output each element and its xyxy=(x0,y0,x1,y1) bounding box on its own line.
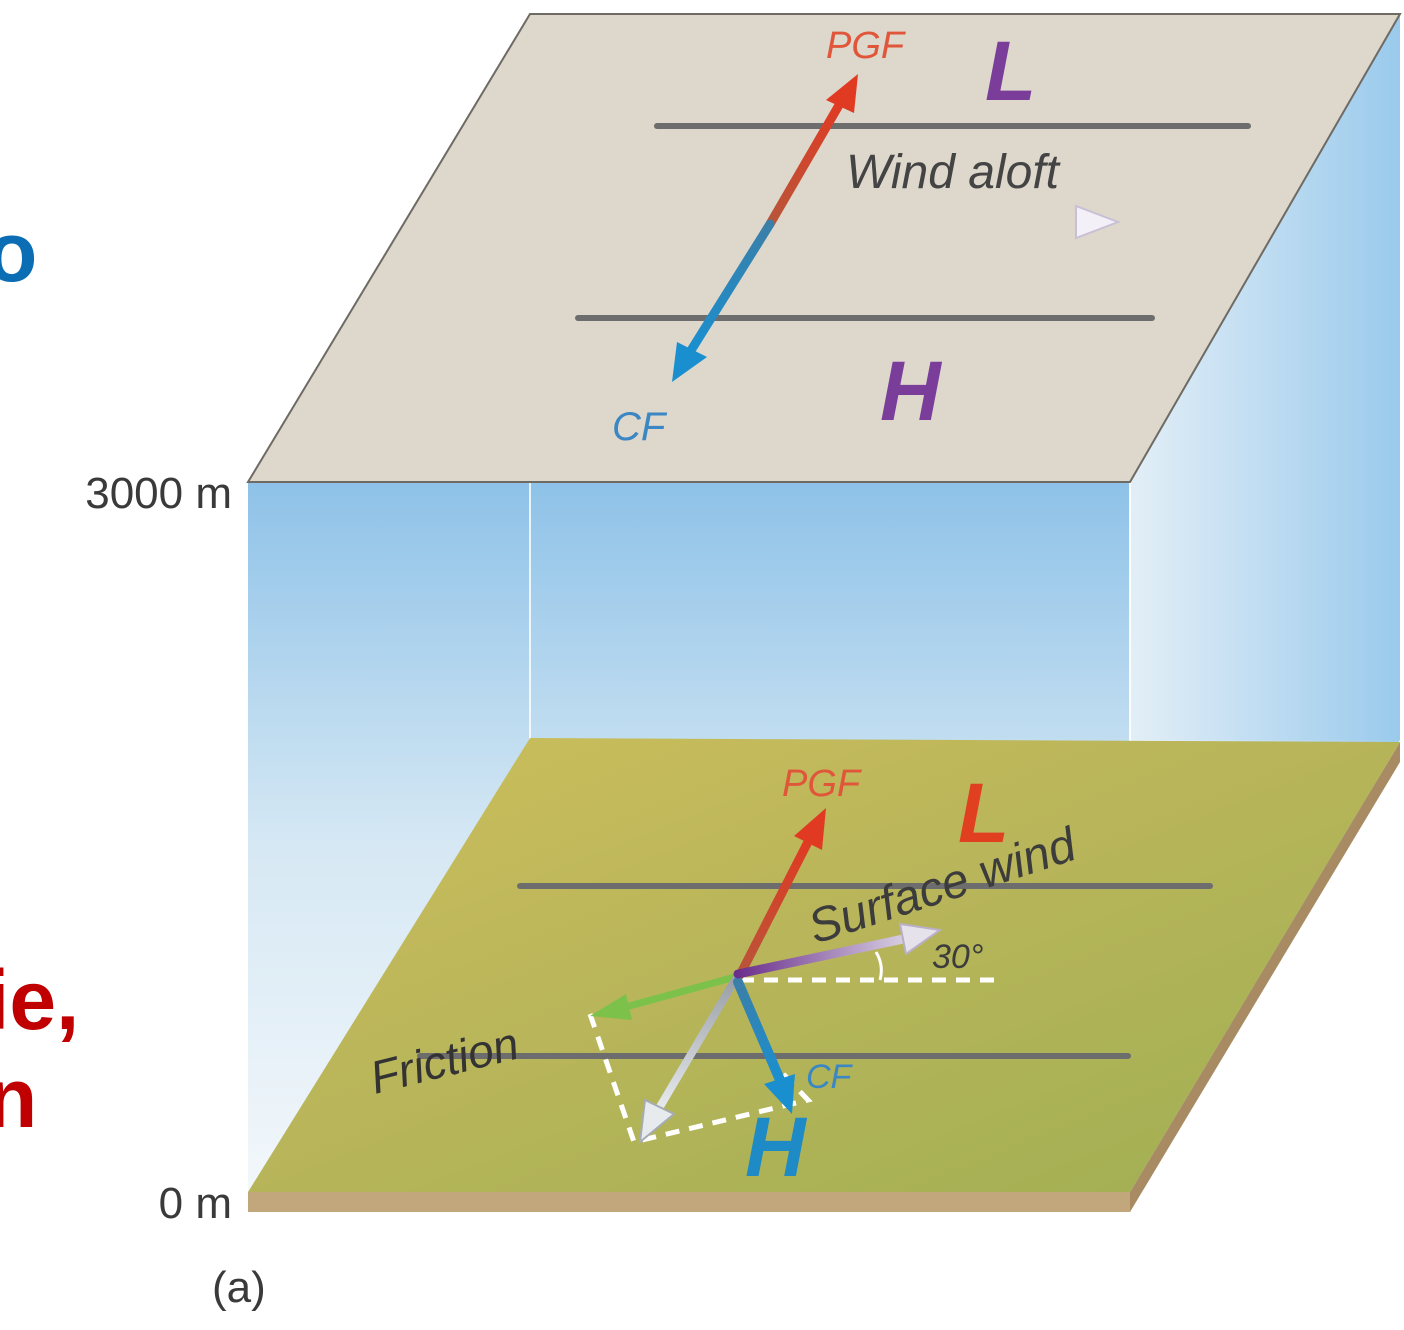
high-label-surface: H xyxy=(745,1100,808,1194)
ground-surface xyxy=(248,738,1400,1192)
altitude-label-lower: 0 m xyxy=(159,1179,232,1228)
pgf-label-surface: PGF xyxy=(782,763,862,805)
altitude-label-upper: 3000 m xyxy=(85,469,232,518)
high-label-aloft: H xyxy=(880,344,943,438)
resultant-arrow xyxy=(654,976,739,1114)
ground-side-front xyxy=(248,1192,1130,1212)
low-label-aloft: L xyxy=(985,24,1036,118)
angle-arc xyxy=(874,951,883,981)
surface-wind-arrowhead xyxy=(898,922,943,956)
friction-arrowhead xyxy=(590,994,632,1020)
slide-text-fragment-red-1: ie, xyxy=(0,953,80,1047)
low-label-surface: L xyxy=(958,766,1009,860)
pgf-arrow-aloft xyxy=(765,95,847,229)
upper-plane xyxy=(246,13,1402,483)
figure-tag: (a) xyxy=(212,1263,266,1312)
cf-arrow-surface xyxy=(733,977,785,1085)
cf-label-surface: CF xyxy=(806,1058,854,1096)
friction-arrow xyxy=(618,973,739,1012)
pgf-arrowhead-aloft xyxy=(826,74,858,113)
cf-arrowhead-surface xyxy=(764,1074,795,1114)
pgf-arrow-surface xyxy=(735,833,815,980)
cf-label-aloft: CF xyxy=(612,405,668,449)
cf-arrowhead-aloft xyxy=(672,342,707,382)
pgf-arrowhead-surface xyxy=(794,808,826,850)
ground-side-right xyxy=(1130,742,1400,1212)
slide-text-fragment-blue: o xyxy=(0,205,38,299)
wind-aloft-label: Wind aloft xyxy=(846,146,1061,199)
surface-wind-arrow xyxy=(733,933,913,979)
resultant-arrowhead xyxy=(638,1098,676,1145)
pgf-label-aloft: PGF xyxy=(826,25,906,67)
wind-arrowhead-aloft xyxy=(1075,204,1121,240)
slide-text-fragment-red-2: n xyxy=(0,1051,38,1145)
angle-label: 30° xyxy=(932,938,983,976)
cf-arrow-aloft xyxy=(685,219,775,357)
